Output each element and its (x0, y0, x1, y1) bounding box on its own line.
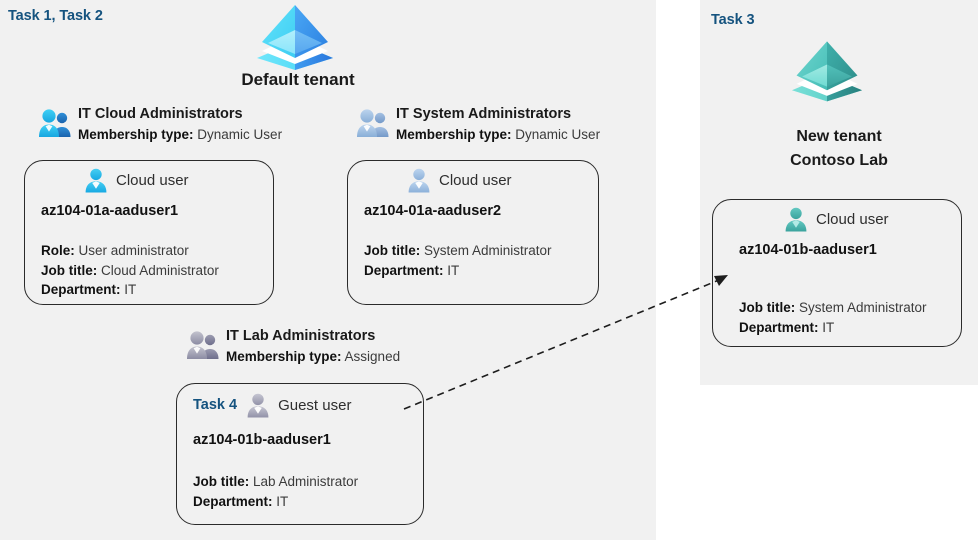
group-users-icon (356, 108, 390, 138)
group-membership-value: Dynamic User (515, 127, 601, 142)
group-users-icon (186, 330, 220, 360)
group-header-it-lab-administrators: IT Lab Administrators Membership type: A… (186, 326, 486, 374)
property-value: IT (124, 282, 137, 297)
group-membership-value: Assigned (344, 349, 401, 364)
cloud-user-icon (83, 167, 109, 193)
user-card-az104-01a-aaduser1[interactable]: Cloud user az104-01a-aaduser1 Role: User… (24, 160, 274, 305)
group-membership: Membership type: Dynamic User (396, 125, 600, 145)
user-property-row: Job title: Lab Administrator (193, 472, 358, 492)
user-property-row: Department: IT (41, 280, 219, 300)
user-upn: az104-01b-aaduser1 (193, 432, 331, 448)
group-name: IT System Administrators (396, 106, 572, 122)
property-label: Department: (364, 262, 444, 278)
group-name: IT Cloud Administrators (78, 106, 243, 122)
group-header-it-cloud-administrators: IT Cloud Administrators Membership type:… (38, 104, 338, 152)
user-card-az104-01b-aaduser1-guest[interactable]: Task 4 Guest user az104-01b-aaduser1 (176, 383, 424, 525)
property-label: Department: (41, 282, 121, 297)
user-property-row: Role: User administrator (41, 241, 219, 261)
default-tenant-panel (0, 0, 656, 540)
group-membership: Membership type: Dynamic User (78, 125, 282, 145)
new-tenant-title-line1: New tenant (796, 128, 882, 145)
group-text: IT Lab Administrators Membership type: A… (226, 326, 400, 367)
inline-task-label-4: Task 4 (193, 397, 238, 413)
property-value: Cloud Administrator (101, 262, 219, 278)
card-head: Cloud user (406, 167, 512, 193)
user-upn: az104-01a-aaduser2 (364, 203, 502, 219)
property-value: User administrator (78, 243, 189, 258)
group-membership-value: Dynamic User (197, 127, 283, 142)
new-tenant-title-line2: Contoso Lab (790, 152, 888, 169)
user-kind: Cloud user (116, 171, 189, 189)
azure-tenant-icon-new (791, 37, 863, 103)
azure-tenant-icon-default (256, 2, 334, 70)
user-properties: Job title: Lab Administrator Department:… (193, 472, 358, 511)
user-properties: Job title: System Administrator Departme… (364, 241, 552, 280)
property-label: Job title: (193, 474, 250, 489)
property-label: Job title: (364, 243, 421, 258)
property-label: Job title: (739, 300, 796, 315)
property-value: IT (276, 493, 289, 509)
card-head: Cloud user (783, 206, 889, 232)
group-header-it-system-administrators: IT System Administrators Membership type… (356, 104, 666, 152)
user-card-az104-01a-aaduser2[interactable]: Cloud user az104-01a-aaduser2 Job title:… (347, 160, 599, 305)
user-property-row: Department: IT (739, 318, 927, 338)
property-value: IT (447, 262, 460, 278)
task-label-1-2: Task 1, Task 2 (8, 8, 103, 24)
card-head: Cloud user (83, 167, 189, 193)
property-label: Role: (41, 243, 75, 258)
user-kind: Cloud user (439, 171, 512, 189)
group-text: IT Cloud Administrators Membership type:… (78, 104, 282, 145)
user-upn: az104-01b-aaduser1 (739, 242, 877, 258)
new-tenant-title: New tenant Contoso Lab (706, 125, 972, 173)
group-text: IT System Administrators Membership type… (396, 104, 600, 145)
user-property-row: Department: IT (364, 261, 552, 281)
task-label-3: Task 3 (711, 12, 755, 28)
group-name: IT Lab Administrators (226, 328, 376, 344)
property-value: System Administrator (424, 243, 552, 258)
property-label: Job title: (41, 262, 98, 278)
property-value: Lab Administrator (253, 474, 359, 489)
user-properties: Role: User administrator Job title: Clou… (41, 241, 219, 300)
group-membership: Membership type: Assigned (226, 347, 400, 367)
user-property-row: Job title: Cloud Administrator (41, 261, 219, 281)
group-membership-label: Membership type: (396, 127, 512, 142)
user-property-row: Job title: System Administrator (364, 241, 552, 261)
cloud-user-icon (406, 167, 432, 193)
property-value: System Administrator (799, 300, 927, 315)
user-properties: Job title: System Administrator Departme… (739, 298, 927, 337)
cloud-user-icon (783, 206, 809, 232)
property-label: Department: (739, 319, 819, 335)
card-head: Task 4 Guest user (193, 392, 351, 418)
guest-user-icon (245, 392, 271, 418)
user-kind: Guest user (278, 396, 352, 414)
group-users-icon (38, 108, 72, 138)
group-membership-label: Membership type: (226, 349, 342, 364)
property-value: IT (822, 319, 835, 335)
user-card-az104-01b-aaduser1-cloud[interactable]: Cloud user az104-01b-aaduser1 Job title:… (712, 199, 962, 347)
user-property-row: Job title: System Administrator (739, 298, 927, 318)
property-label: Department: (193, 493, 273, 509)
user-kind: Cloud user (816, 210, 889, 228)
user-property-row: Department: IT (193, 492, 358, 512)
group-membership-label: Membership type: (78, 127, 194, 142)
default-tenant-title: Default tenant (241, 70, 355, 89)
user-upn: az104-01a-aaduser1 (41, 203, 179, 219)
